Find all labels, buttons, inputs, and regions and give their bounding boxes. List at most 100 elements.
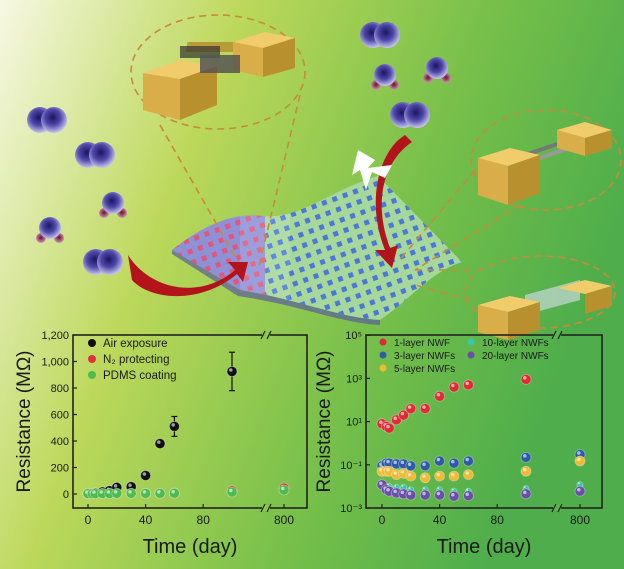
- data-point: [405, 460, 417, 472]
- y-tick-label: 1,200: [41, 330, 69, 342]
- point-highlight: [465, 381, 469, 386]
- point-highlight: [577, 457, 581, 462]
- data-point: [448, 381, 460, 393]
- y-tick-label: 600: [51, 410, 69, 422]
- legend-marker: [379, 351, 387, 359]
- point-highlight: [422, 487, 426, 490]
- point-highlight: [577, 482, 580, 485]
- data-point: [448, 470, 460, 482]
- point-highlight: [393, 489, 397, 494]
- point-highlight: [394, 484, 397, 487]
- data-point: [405, 470, 417, 482]
- data-point: [125, 487, 137, 499]
- legend-label: 1-layer NWF: [394, 338, 450, 349]
- x-tick-label: 800: [570, 513, 590, 527]
- point-highlight: [577, 487, 581, 492]
- data-point: [434, 489, 446, 501]
- x-tick-label: 800: [274, 513, 294, 527]
- data-point: [419, 472, 431, 484]
- x-tick-label: 0: [379, 513, 386, 527]
- legend-item: N₂ protecting: [88, 354, 169, 366]
- y-tick-label: 10¹: [346, 417, 362, 429]
- point-highlight: [408, 487, 411, 490]
- data-point: [520, 452, 532, 463]
- data-point: [405, 403, 417, 414]
- atom: [97, 249, 123, 275]
- legend-label: Air exposure: [103, 338, 168, 350]
- legend-item: 20-layer NWFs: [467, 351, 549, 362]
- legend-marker: [379, 338, 387, 346]
- series-3-layer-nwfs: [376, 449, 586, 472]
- data-point: [140, 487, 152, 499]
- point-highlight: [436, 472, 441, 477]
- atom: [102, 192, 124, 214]
- point-highlight: [386, 459, 390, 464]
- y-tick-label: 200: [51, 463, 69, 475]
- legend-marker: [467, 351, 475, 359]
- point-highlight: [171, 489, 175, 494]
- atom: [374, 64, 396, 86]
- axis-break-gap: [553, 332, 561, 338]
- point-highlight: [451, 472, 455, 477]
- data-point: [154, 487, 166, 499]
- legend-marker: [88, 355, 96, 363]
- data-point: [434, 470, 446, 482]
- x-tick-label: 80: [197, 513, 211, 527]
- data-point: [405, 489, 417, 501]
- series-20-layer-nwfs: [376, 479, 586, 502]
- point-highlight: [386, 424, 390, 429]
- point-highlight: [422, 474, 426, 479]
- legend-item: 10-layer NWFs: [467, 338, 549, 349]
- gas-molecule-icon: [390, 102, 430, 128]
- water-molecule-icon: [36, 217, 64, 243]
- x-axis-label: Time (day): [143, 536, 238, 558]
- callout-ellipse-top: [130, 14, 306, 130]
- point-highlight: [523, 468, 527, 472]
- legend-marker: [88, 371, 96, 379]
- point-highlight: [451, 383, 455, 388]
- axis-break-mark: [260, 330, 266, 340]
- legend-label: 5-layer NWFs: [394, 364, 455, 375]
- data-point: [448, 490, 460, 502]
- y-tick-label: 10³: [346, 373, 362, 385]
- point-highlight: [401, 484, 404, 487]
- x-tick-label: 40: [139, 513, 153, 527]
- legend-label: PDMS coating: [103, 370, 177, 382]
- lightning-icon: [352, 150, 392, 190]
- point-highlight: [386, 468, 390, 472]
- legend-label: 20-layer NWFs: [482, 351, 549, 362]
- data-point: [574, 485, 586, 497]
- data-point: [462, 490, 474, 502]
- point-highlight: [379, 420, 383, 424]
- legend-item: 5-layer NWFs: [379, 364, 455, 375]
- point-highlight: [523, 454, 527, 458]
- point-highlight: [451, 488, 454, 491]
- legend-marker: [467, 338, 475, 346]
- callout-ellipse-right-upper: [470, 109, 622, 211]
- data-point: [419, 460, 431, 472]
- legend-label: 3-layer NWFs: [394, 351, 455, 362]
- data-point: [434, 455, 446, 467]
- data-point: [226, 486, 238, 498]
- data-point: [140, 470, 152, 481]
- data-point: [462, 379, 474, 391]
- atom: [374, 22, 400, 48]
- data-point: [462, 455, 474, 467]
- point-highlight: [379, 481, 383, 485]
- point-highlight: [436, 457, 441, 462]
- data-point: [226, 366, 238, 377]
- point-highlight: [157, 490, 161, 494]
- point-highlight: [407, 462, 412, 467]
- y-axis-label: Resistance (MΩ): [314, 351, 335, 493]
- data-point: [520, 465, 532, 477]
- point-highlight: [393, 460, 397, 465]
- data-point: [383, 422, 395, 434]
- zoom-callouts: [130, 14, 622, 329]
- y-tick-label: 400: [51, 436, 69, 448]
- point-highlight: [113, 490, 118, 494]
- point-highlight: [171, 423, 175, 427]
- water-molecule-icon: [371, 64, 399, 90]
